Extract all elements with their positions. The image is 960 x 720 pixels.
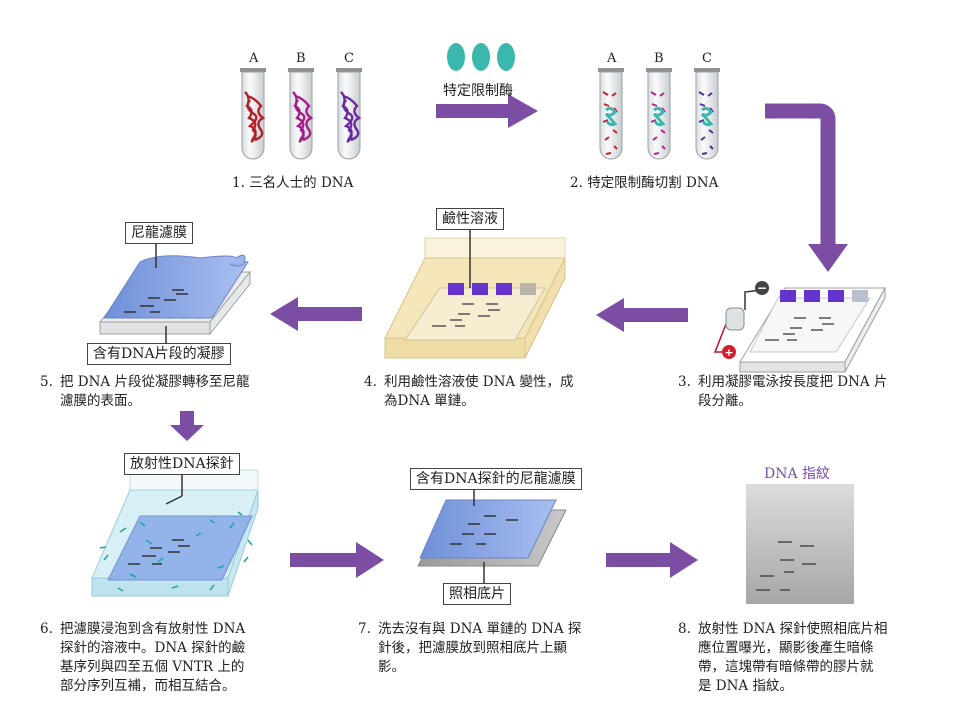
step8-number: 8. [678,621,691,637]
tube-label-b: B [296,51,306,66]
step6-line4: 部分序列互補，而相互結合。 [60,678,236,694]
dna-fingerprint-film [746,484,854,604]
tubes-cut-dna: A B C [598,51,720,160]
test-tube-b [288,68,314,160]
negative-electrode-icon [755,281,769,295]
membrane-transfer [98,234,252,346]
dna-fingerprint-title: DNA 指紋 [764,466,831,482]
step8-line2: 應位置曝光，顯影後產生暗條 [698,640,874,656]
positive-electrode-icon [722,345,736,359]
nylon-with-probe-label: 含有DNA探針的尼龍濾膜 [410,468,582,490]
step6-line2: 探針的溶液中。DNA 探針的鹼 [60,640,246,656]
step4-caption: 4. 利用鹼性溶液使 DNA 變性，成 為DNA 單鏈。 [364,373,609,411]
step4-line2: 為DNA 單鏈。 [384,393,475,409]
tube-label-a: A [248,51,259,66]
step6-caption: 6. 把濾膜浸泡到含有放射性 DNA 探針的溶液中。DNA 探針的鹼 基序列與四至… [40,620,285,696]
alkaline-solution-bath [384,230,566,359]
positive-electrode-sign: + [724,346,733,359]
step7-line1: 洗去沒有與 DNA 單鏈的 DNA 探 [378,621,582,637]
nylon-membrane-label: 尼龍濾膜 [125,222,193,244]
arrow-step3-to-step4 [596,298,688,332]
cut-tube-label-c: C [702,51,712,66]
step7-caption: 7. 洗去沒有與 DNA 單鏈的 DNA 探 針後，把濾膜放到照相底片上顯 影。 [358,620,608,677]
step7-number: 7. [358,621,371,637]
step7-line3: 影。 [378,659,405,675]
step4-number: 4. [364,374,377,390]
step6-number: 6. [40,621,53,637]
arrow-step1-to-step2 [436,94,538,128]
step3-line2: 段分離。 [698,393,752,409]
step2-caption: 2. 特定限制酶切割 DNA [570,174,770,193]
step5-number: 5. [40,374,53,390]
step8-caption: 8. 放射性 DNA 探針使照相底片相 應位置曝光，顯影後產生暗條 帶，這塊帶有暗… [678,620,923,696]
test-tube-a [240,68,266,160]
cut-tube-b [646,68,672,160]
step6-line1: 把濾膜浸泡到含有放射性 DNA [60,621,246,637]
step4-line1: 利用鹼性溶液使 DNA 變性，成 [384,374,574,390]
electrode-power-supply: − + [713,281,769,359]
step7-line2: 針後，把濾膜放到照相底片上顯 [378,640,567,656]
arrow-step7-to-step8 [606,542,698,578]
alkaline-solution-label: 鹼性溶液 [436,208,504,230]
membrane-on-film [417,488,567,584]
enzyme-label: 特定限制酶 [443,83,513,99]
step3-number: 3. [678,374,691,390]
photo-film-label: 照相底片 [443,583,511,605]
cut-tube-label-b: B [654,51,664,66]
step1-text: 三名人士的 DNA [249,175,354,191]
probe-solution-bath [91,469,259,597]
arrow-step4-to-step5 [270,297,362,331]
step3-caption: 3. 利用凝膠電泳按長度把 DNA 片 段分離。 [678,373,923,411]
step8-line1: 放射性 DNA 探針使照相底片相 [698,621,888,637]
cut-tube-label-a: A [606,51,617,66]
step5-caption: 5. 把 DNA 片段從凝膠轉移至尼龍 濾膜的表面。 [40,373,285,411]
radioactive-probe-label: 放射性DNA探針 [124,453,240,475]
step6-line3: 基序列與四至五個 VNTR 上的 [60,659,245,675]
gel-with-dna-label: 含有DNA片段的凝膠 [87,343,231,365]
arrow-step6-to-step7 [290,542,384,578]
arrow-step2-to-step3 [765,103,848,272]
step2-text: 特定限制酶切割 DNA [587,175,719,191]
step8-line3: 帶，這塊帶有暗條帶的膠片就 [698,659,874,675]
step1-number: 1. [232,175,245,191]
cut-tube-a [598,68,624,160]
tube-label-c: C [344,51,354,66]
step1-caption: 1. 三名人士的 DNA [232,174,412,193]
step3-line1: 利用凝膠電泳按長度把 DNA 片 [698,374,888,390]
test-tube-c [336,68,362,160]
restriction-enzyme-icon [447,43,515,71]
step5-line2: 濾膜的表面。 [60,393,141,409]
cut-tube-c [694,68,720,160]
step2-number: 2. [570,175,583,191]
step8-line4: 是 DNA 指紋。 [698,678,793,694]
tubes-three-people: A B C [240,51,362,160]
step5-line1: 把 DNA 片段從凝膠轉移至尼龍 [60,374,250,390]
negative-electrode-sign: − [757,281,767,295]
arrow-step5-to-step6 [170,411,204,441]
gel-electrophoresis: − + [713,281,886,373]
